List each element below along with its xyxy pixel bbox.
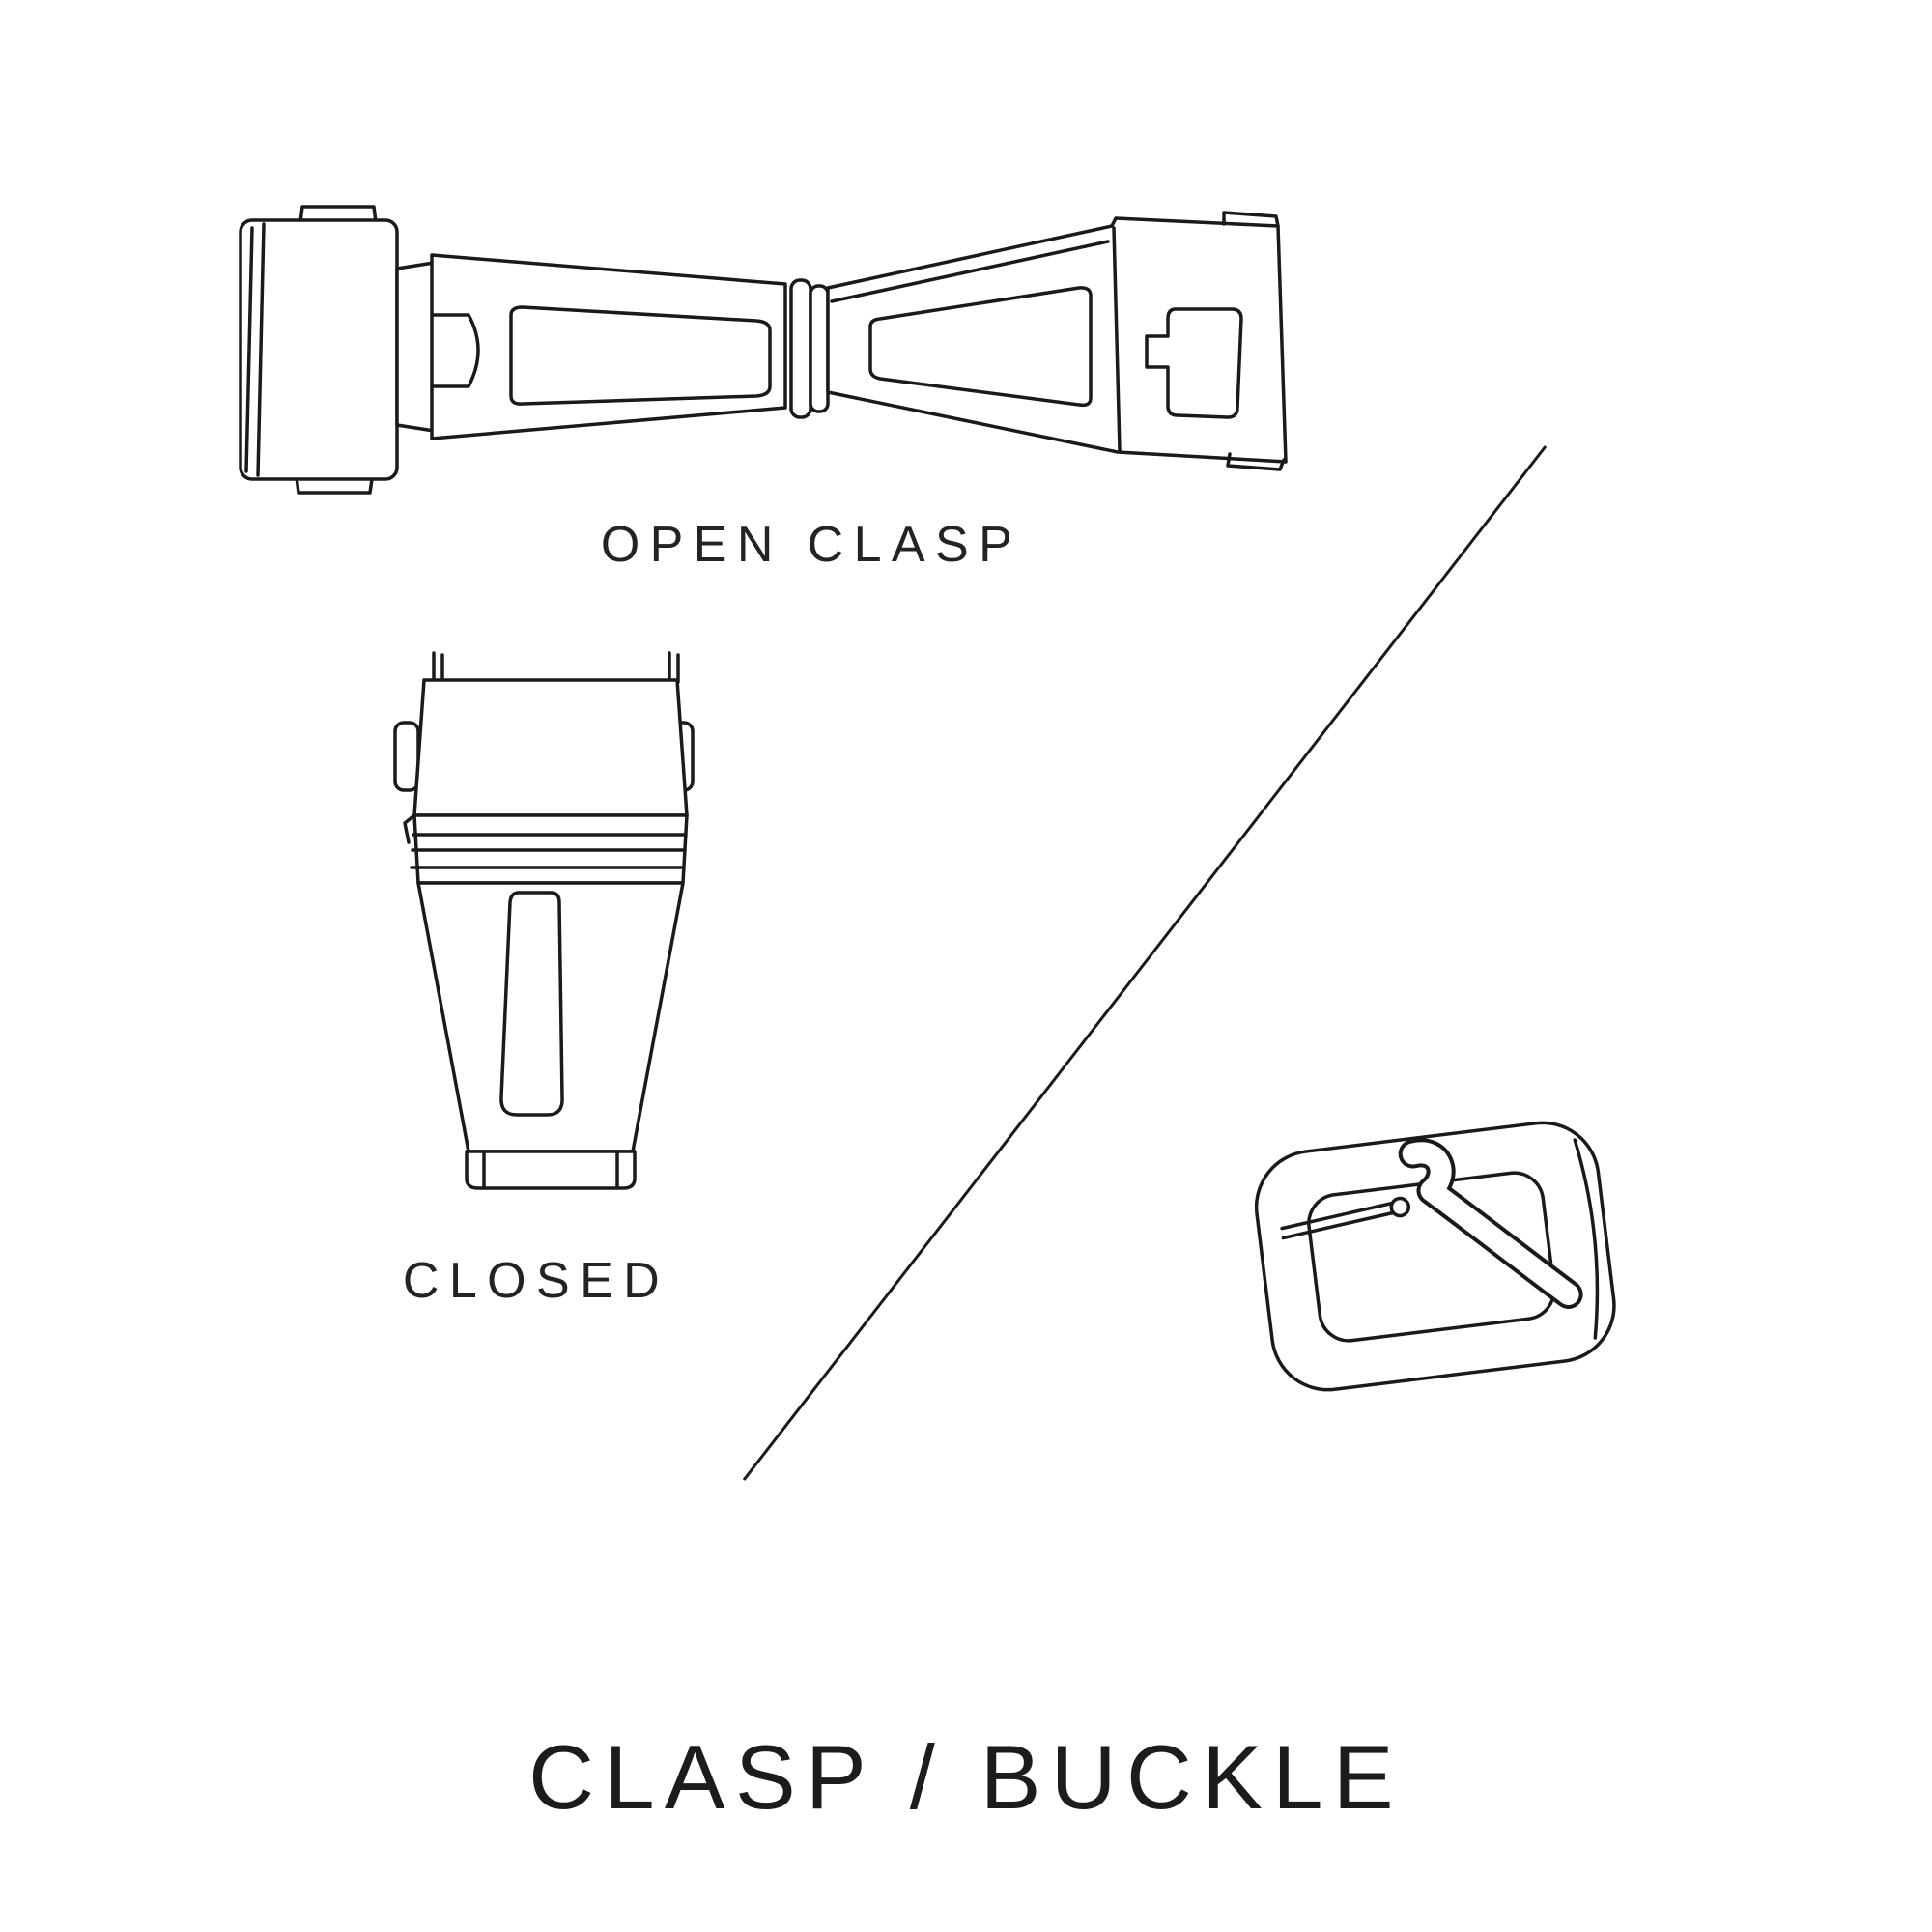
- clasp-latch-cutout: [1145, 307, 1243, 419]
- clasp-top-block: [412, 678, 689, 817]
- clasp-left-window: [509, 305, 772, 406]
- clasp-body: [416, 881, 685, 1153]
- clasp-endcap-tab-top: [298, 205, 378, 224]
- clasp-catch-notch: [430, 313, 480, 388]
- open-clasp-label: OPEN CLASP: [600, 517, 1023, 573]
- closed-clasp-label: CLOSED: [402, 1253, 670, 1309]
- closed-clasp-illustration: [393, 651, 695, 1190]
- clasp-right-window: [868, 286, 1093, 408]
- clasp-inner-slot: [499, 891, 564, 1117]
- clasp-neck: [395, 261, 436, 433]
- buckle-illustration: [1254, 1121, 1616, 1392]
- clasp-ear-left: [393, 721, 420, 792]
- clasp-left-arm: [430, 253, 787, 440]
- diagram-title: CLASP / BUCKLE: [528, 1726, 1404, 1828]
- clasp-prong-left: [432, 651, 444, 684]
- clasp-prong-right: [668, 651, 680, 684]
- open-clasp-illustration: [239, 205, 1288, 495]
- clasp-right-arm: [826, 216, 1288, 464]
- buckle-spring-bar: [1280, 1201, 1395, 1240]
- clasp-foot: [465, 1150, 637, 1190]
- buckle-depth-line: [1573, 1138, 1600, 1340]
- clasp-endcap-tab-bottom: [295, 475, 374, 495]
- buckle-pin-end: [1389, 1196, 1411, 1218]
- clasp-hinge: [789, 278, 812, 419]
